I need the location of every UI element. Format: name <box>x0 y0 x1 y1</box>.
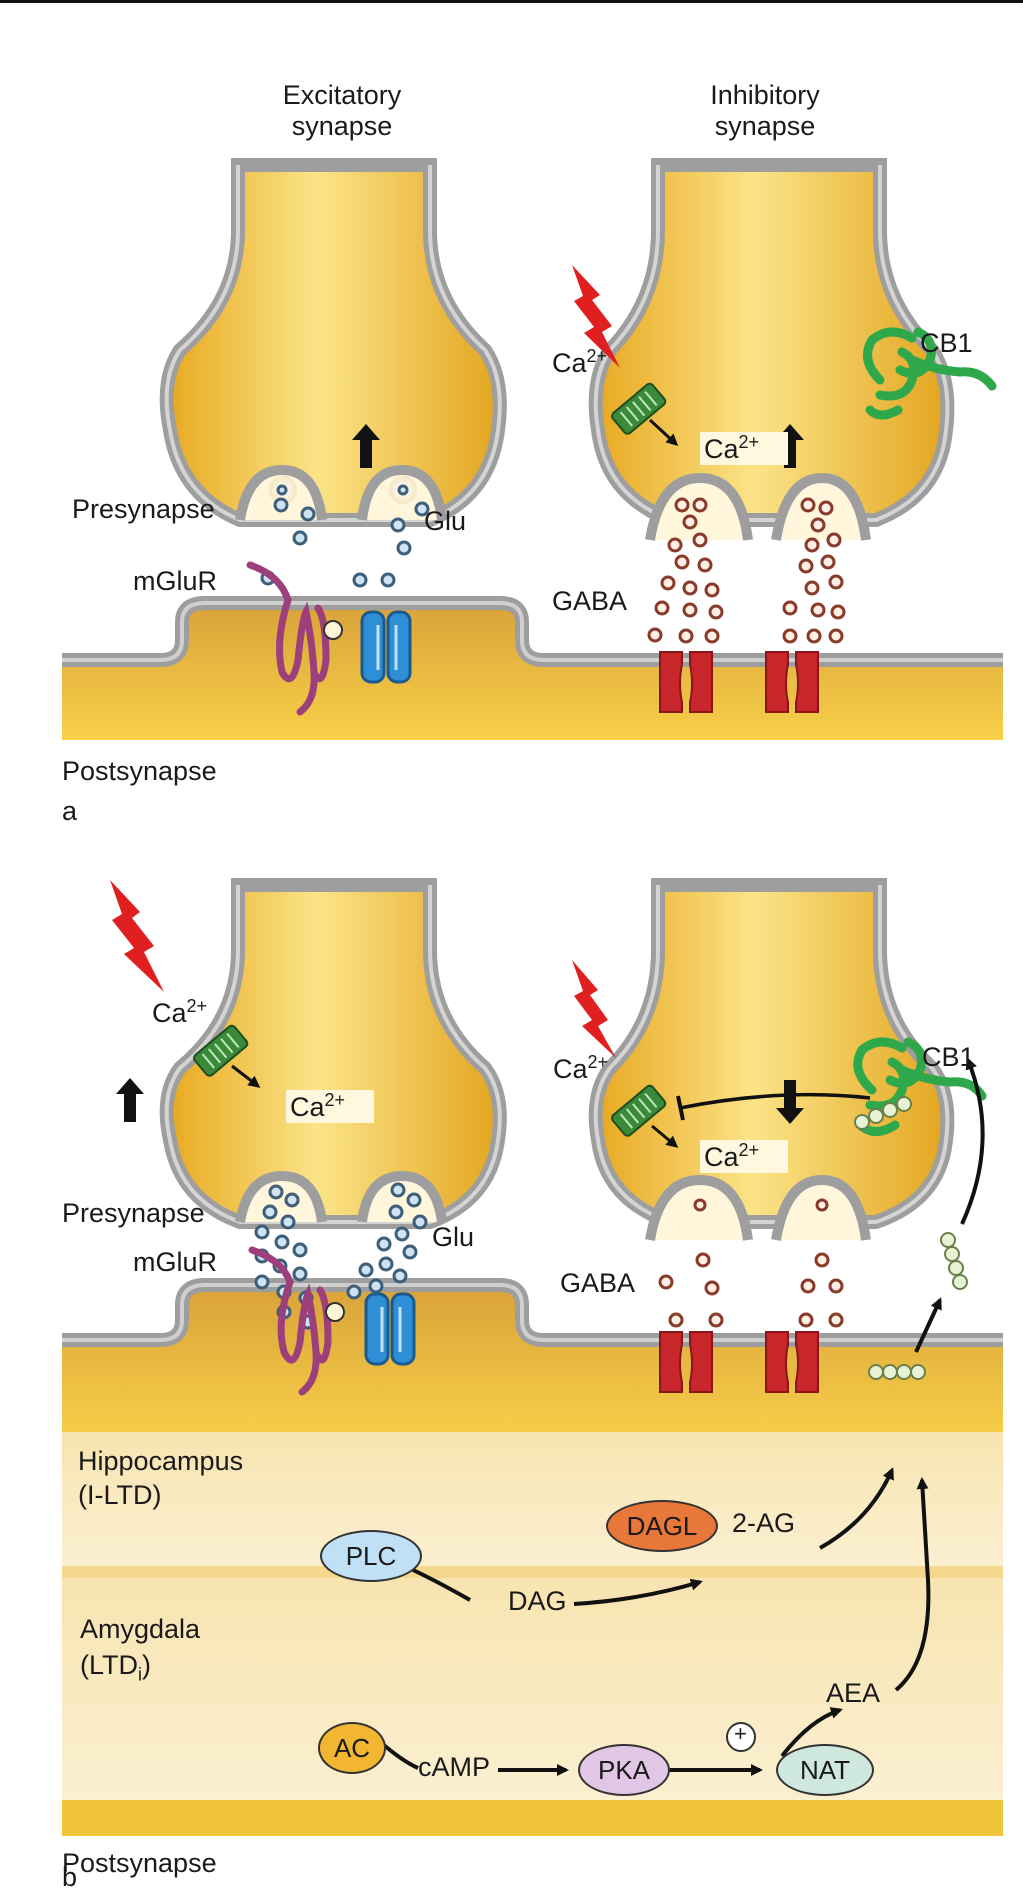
panel-b-hippocampus-label: Hippocampus <box>78 1446 244 1476</box>
panel-b-dag-to-2ag-arrow <box>573 1578 703 1606</box>
panel-a-inhibitory-title: Inhibitory synapse <box>710 80 820 142</box>
panel-a-letter: a <box>62 796 78 826</box>
panel-b-mglur <box>248 1246 332 1396</box>
panel-b-hippocampus-sub: (I-LTD) <box>78 1480 162 1510</box>
panel-b-amygdala-label: Amygdala <box>80 1614 201 1644</box>
panel-b-gaba-receptors <box>659 1331 819 1393</box>
panel-b-letter: b <box>62 1862 78 1892</box>
panel-b-gaba <box>658 1198 844 1328</box>
panel-b-ca-up-arrow-icon <box>116 1078 144 1122</box>
panel-a-cb1-label: CB1 <box>920 328 973 358</box>
panel-b-ca-exc-label: Ca2+ <box>152 996 208 1028</box>
panel-b-lightning-inhibitory-icon <box>572 960 616 1058</box>
panel-b-ionotropic-receptor <box>364 1292 416 1366</box>
panel-a-ca-up-arrow-icon <box>352 424 380 468</box>
panel-a-mglur <box>246 561 330 716</box>
panel-b-plus-circle <box>726 1722 756 1752</box>
panel-a-excitatory-title: Excitatory synapse <box>282 80 402 142</box>
panel-b-aea-label: AEA <box>826 1678 881 1708</box>
panel-a-gaba-label: GABA <box>552 586 628 616</box>
panel-b-glu-label: Glu <box>432 1222 475 1252</box>
panel-b-plc-node: PLC <box>320 1530 422 1582</box>
panel-b-ca-inh-label: Ca2+ <box>553 1052 609 1084</box>
panel-b-amygdala-sub: (LTDi) <box>80 1650 151 1685</box>
panel-a-glutamate <box>260 484 430 588</box>
panel-a-lightning-icon <box>572 265 620 368</box>
panel-b-lightning-excitatory-icon <box>110 880 164 992</box>
panel-b-nat-aea-arrow <box>780 1707 843 1758</box>
panel-b-ca-influx-arrow-excitatory <box>231 1064 261 1088</box>
panel-b-postsynapse-label: Postsynapse <box>62 1848 217 1878</box>
panel-b-inhibition-arrow <box>679 1092 871 1110</box>
panel-a-glu-label: Glu <box>424 506 467 536</box>
panel-a-postsynapse-label: Postsynapse <box>62 756 217 786</box>
panel-b-2ag-label: 2-AG <box>732 1508 796 1538</box>
panel-b-nat-node: NAT <box>776 1744 874 1796</box>
panel-a-ca-channel-label: Ca2+ <box>552 346 608 378</box>
panel-b-aea-up-arrow <box>894 1477 931 1692</box>
panel-b-postsynapse <box>62 1278 1003 1836</box>
panel-b-excitatory-terminal <box>159 878 507 1229</box>
panel-b-ca-channel-inhibitory-icon <box>611 1084 667 1137</box>
panel-a-mglur-label: mGluR <box>133 566 218 596</box>
panel-b-ca-down-arrow-icon <box>776 1080 804 1124</box>
panel-a-presynapse-label: Presynapse <box>72 494 215 524</box>
panel-b-presynapse-label: Presynapse <box>62 1198 205 1228</box>
panel-b-release-arrow <box>914 1297 942 1353</box>
panel-b-ca-influx-arrow-inhibitory <box>651 1124 679 1148</box>
panel-b-glutamate <box>254 1182 428 1330</box>
panel-b-ca-exc-inside-label: Ca2+ <box>286 1090 374 1124</box>
panel-b-gaba-label: GABA <box>560 1268 636 1298</box>
panel-b-cb1-bound-ligand <box>854 1096 912 1130</box>
panel-b-dagl-node: DAGL <box>606 1500 718 1552</box>
panel-a-postsynapse <box>62 596 1003 740</box>
panel-a-inhibitory-terminal <box>588 158 955 541</box>
panel-a-gaba <box>647 497 846 644</box>
panel-a-ca-influx-arrow <box>648 418 679 447</box>
panel-b-retrograde-ligands <box>868 1232 968 1380</box>
top-rule <box>0 0 1023 3</box>
panel-b-camp-label: cAMP <box>418 1752 491 1782</box>
panel-a-ca-inside-label: Ca2+ <box>700 432 788 466</box>
panel-a-excitatory-terminal <box>159 158 507 527</box>
panel-b-ca-channel-excitatory-icon <box>193 1024 249 1077</box>
panel-b-dag-label: DAG <box>508 1586 567 1616</box>
panel-b-ac-node: AC <box>318 1722 386 1774</box>
panel-b-inhibition-bar <box>676 1095 685 1121</box>
panel-a-mglur-ligand <box>323 620 343 640</box>
panel-b-mglur-ligand <box>325 1302 345 1322</box>
panel-b-to-cb1-arrow <box>960 1057 985 1225</box>
panel-b-ca-inh-inside-label: Ca2+ <box>700 1140 788 1174</box>
panel-a-ionotropic-receptor <box>360 610 412 684</box>
panel-b-2ag-up-arrow <box>819 1467 894 1550</box>
panel-b-mglur-label: mGluR <box>133 1247 218 1277</box>
panel-b-pka-node: PKA <box>578 1744 670 1796</box>
panel-b-cb1-label: CB1 <box>922 1042 975 1072</box>
panel-a-cb1-receptor <box>863 327 997 420</box>
panel-a-ca-channel-icon <box>611 382 667 435</box>
panel-a-gaba-receptors <box>659 651 819 713</box>
panel-b-plus-label: + <box>734 1721 747 1746</box>
